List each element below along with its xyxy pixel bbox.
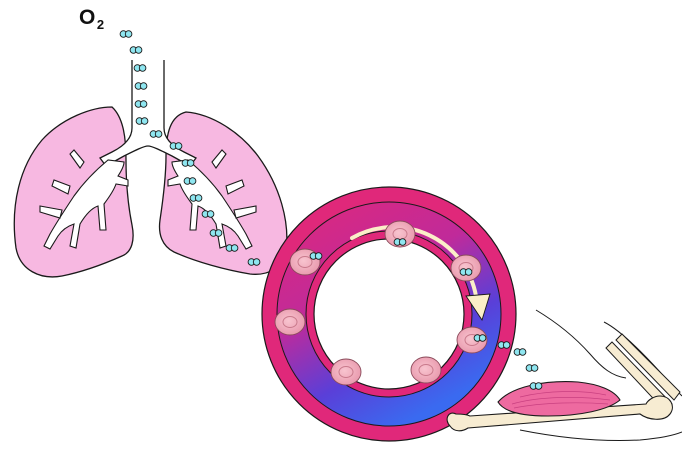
red-blood-cell-icon bbox=[411, 357, 441, 383]
oxygen-molecule-icon bbox=[460, 269, 472, 276]
oxygen-molecule-icon bbox=[120, 31, 132, 38]
oxygen-molecule-icon bbox=[190, 195, 202, 202]
red-blood-cell-icon bbox=[331, 359, 361, 385]
oxygen-molecule-icon bbox=[226, 245, 238, 252]
oxygen-molecule-icon bbox=[526, 365, 538, 372]
red-blood-cell-icon bbox=[275, 309, 305, 335]
oxygen-molecule-icon bbox=[182, 160, 194, 167]
o2-label: O2 bbox=[79, 6, 105, 30]
oxygen-molecule-icon bbox=[530, 383, 542, 390]
o2-label-molecule: O bbox=[79, 6, 96, 29]
arm-outline-lower bbox=[520, 430, 682, 441]
oxygen-molecule-icon bbox=[130, 47, 142, 54]
oxygen-molecule-icon bbox=[150, 131, 162, 138]
red-blood-cell-icon bbox=[451, 255, 481, 281]
oxygen-molecule-icon bbox=[394, 239, 406, 246]
oxygen-molecule-icon bbox=[474, 335, 486, 342]
oxygen-molecule-icon bbox=[136, 118, 148, 125]
oxygen-molecule-icon bbox=[248, 259, 260, 266]
oxygen-molecule-icon bbox=[135, 83, 147, 90]
oxygen-molecule-icon bbox=[514, 349, 526, 356]
oxygen-molecule-icon bbox=[210, 230, 222, 237]
oxygen-molecule-icon bbox=[184, 178, 196, 185]
oxygen-molecule-icon bbox=[170, 143, 182, 150]
oxygen-molecule-icon bbox=[498, 342, 510, 349]
lungs-icon bbox=[14, 60, 287, 277]
oxygen-molecule-icon bbox=[310, 253, 322, 260]
o2-label-subscript: 2 bbox=[97, 17, 105, 32]
oxygen-molecule-icon bbox=[135, 101, 147, 108]
oxygen-molecule-icon bbox=[202, 211, 214, 218]
right-lung bbox=[160, 112, 287, 274]
left-lung bbox=[14, 107, 133, 277]
oxygen-molecule-icon bbox=[134, 65, 146, 72]
